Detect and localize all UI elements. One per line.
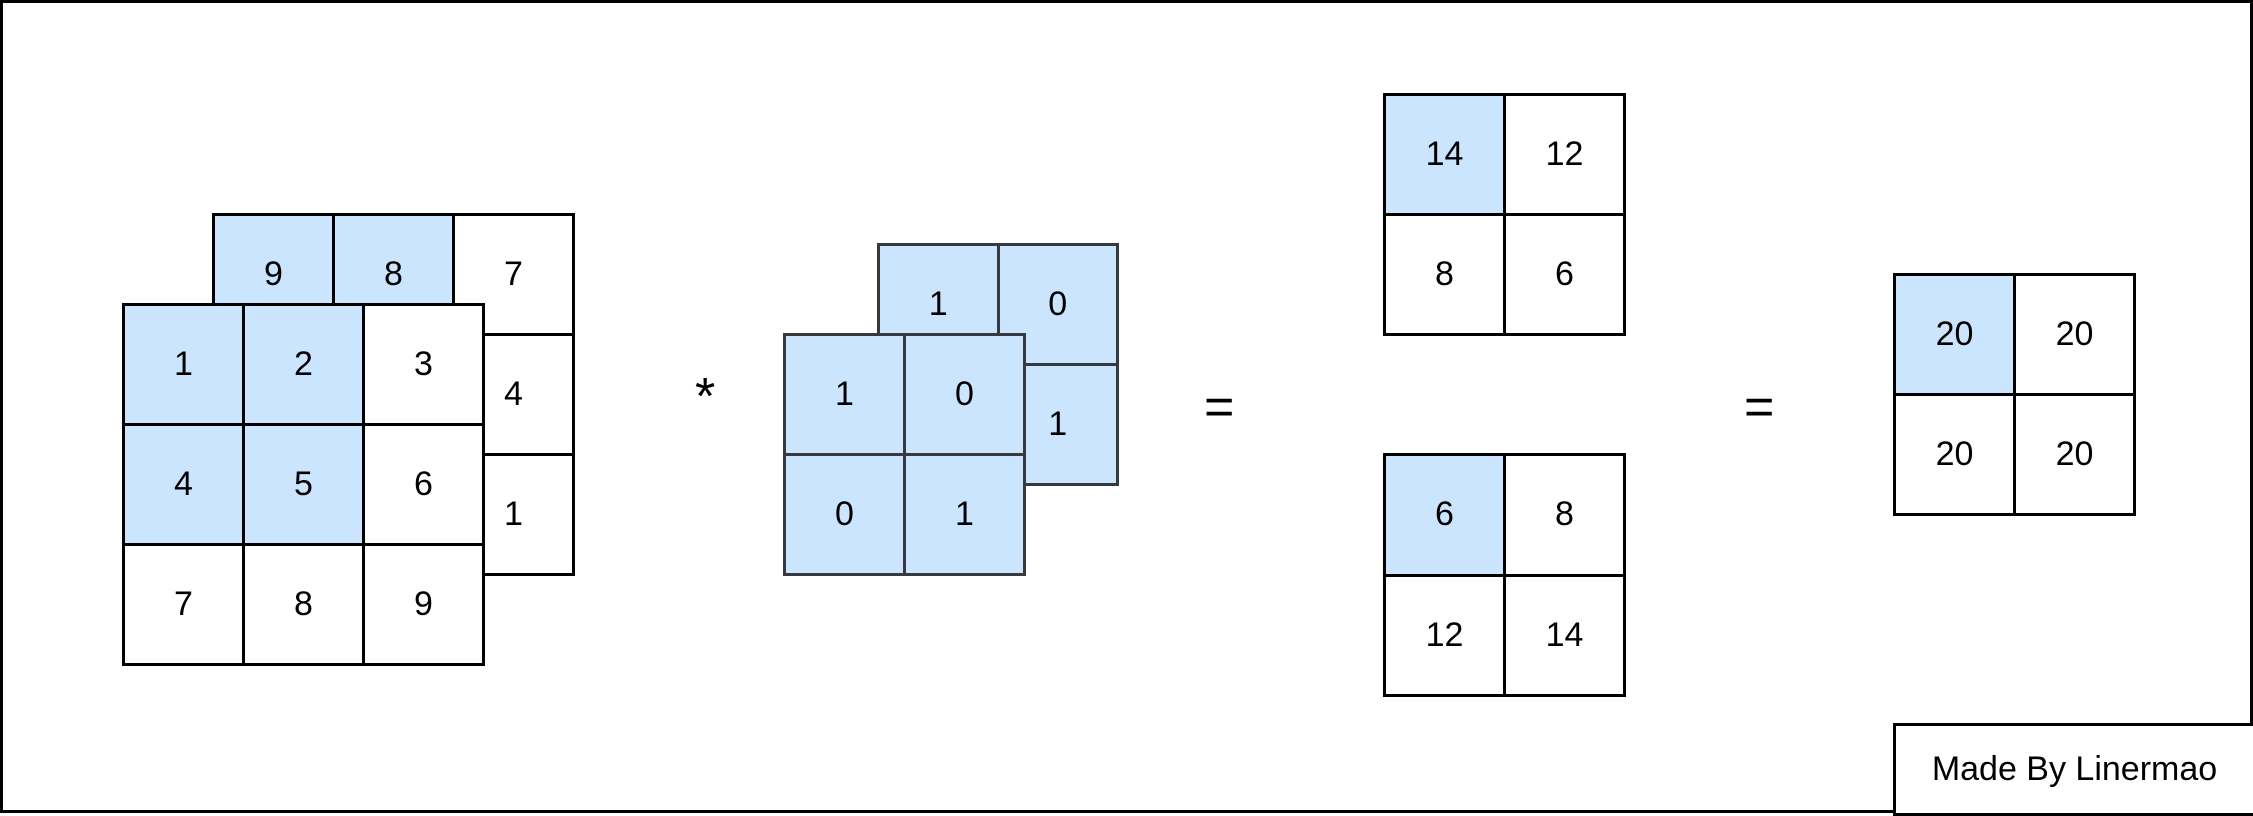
matrix-cell: 20 <box>2016 396 2133 513</box>
matrix-cell: 14 <box>1386 96 1503 213</box>
matrix-cell: 4 <box>125 426 242 543</box>
credit-label: Made By Linermao <box>1893 723 2253 816</box>
matrix-cell: 1 <box>786 336 903 453</box>
equals-sign: = <box>1744 378 1775 436</box>
matrix-cell: 5 <box>245 426 362 543</box>
matrix-cell: 6 <box>1386 456 1503 574</box>
matrix-cell: 12 <box>1506 96 1623 213</box>
equals-sign: = <box>1204 378 1235 436</box>
matrix-cell: 20 <box>1896 276 2013 393</box>
matrix-cell: 3 <box>365 306 482 423</box>
matrix-cell: 8 <box>245 546 362 663</box>
matrix-cell: 1 <box>906 456 1023 573</box>
matrix-cell: 12 <box>1386 576 1503 694</box>
matrix-cell: 1 <box>125 306 242 423</box>
matrix-cell: 0 <box>786 456 903 573</box>
matrix-cell: 9 <box>365 546 482 663</box>
convolution-operator: * <box>695 368 716 426</box>
matrix-cell: 7 <box>125 546 242 663</box>
matrix-cell: 20 <box>1896 396 2013 513</box>
matrix-cell: 14 <box>1506 576 1623 694</box>
matrix-cell: 6 <box>1506 216 1623 333</box>
matrix-cell: 20 <box>2016 276 2133 393</box>
matrix-cell: 8 <box>1386 216 1503 333</box>
matrix-cell: 2 <box>245 306 362 423</box>
matrix-cell: 6 <box>365 426 482 543</box>
matrix-cell: 8 <box>1506 456 1623 574</box>
matrix-cell: 0 <box>906 336 1023 453</box>
